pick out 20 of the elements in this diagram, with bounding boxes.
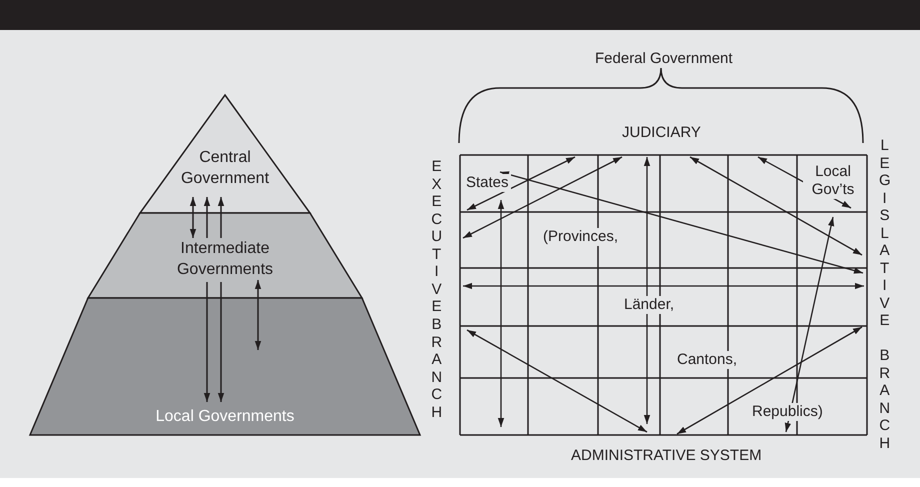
vertical-label: EXECUTIVE [431, 158, 442, 316]
arrow [204, 197, 210, 238]
cell-label: States [464, 174, 511, 192]
tier-label: Local Governments [154, 407, 296, 427]
heading-label: Federal Government [595, 50, 733, 68]
arrow [218, 282, 224, 402]
arrow [190, 197, 196, 238]
heading-label: JUDICIARY [622, 124, 701, 142]
vertical-label: BRANCH [879, 347, 890, 452]
heading-label: ADMINISTRATIVE SYSTEM [571, 447, 762, 465]
arrow [254, 280, 262, 350]
cell-label: Republics) [750, 403, 825, 421]
vertical-label: LEGISLATIVE [879, 137, 890, 330]
vertical-label: BRANCH [431, 316, 442, 421]
arrow [204, 282, 210, 402]
tier-label: Central Government [180, 148, 270, 189]
pyramid-base-tier [30, 298, 420, 435]
arrow [218, 197, 224, 238]
pyramid-top-tier [140, 95, 310, 213]
tier-label: Intermediate Governments [176, 239, 274, 280]
